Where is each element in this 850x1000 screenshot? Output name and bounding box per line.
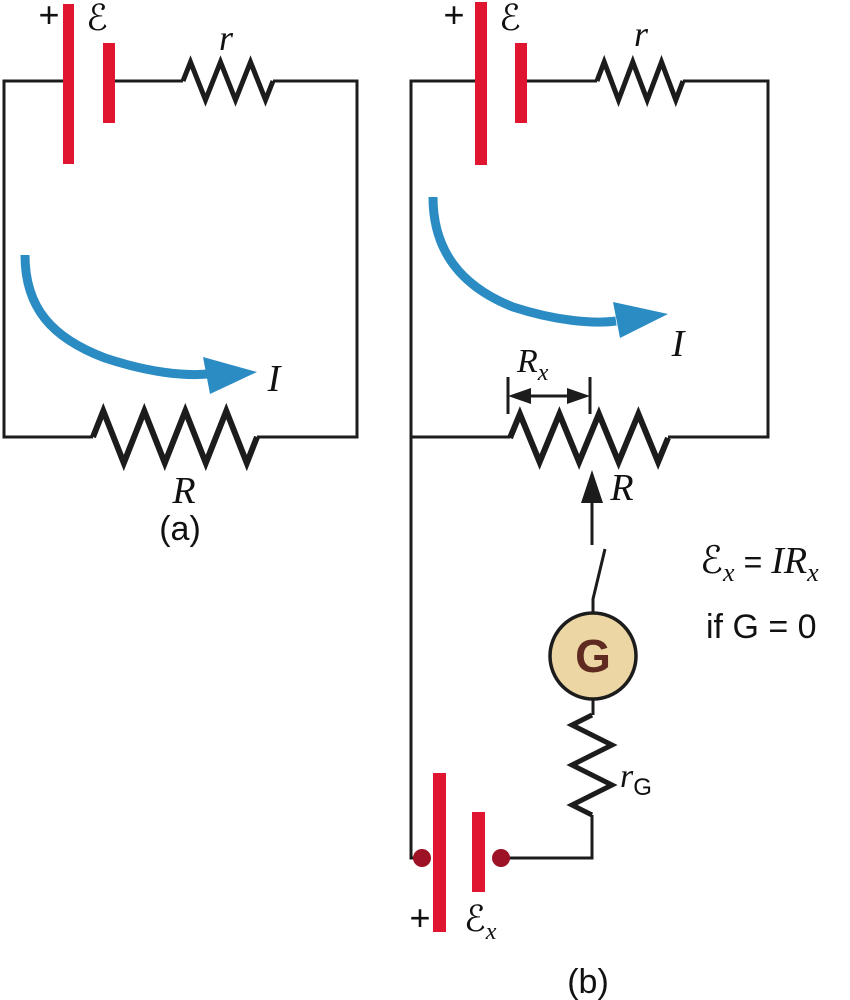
battery-negative-plate: [515, 43, 527, 123]
dimension-arrowhead-left: [508, 388, 531, 404]
wiper-contact: [581, 470, 607, 613]
wiper-arrow-head: [581, 470, 603, 503]
battery-negative-plate: [103, 43, 115, 123]
internal-resistor-zigzag: [180, 55, 276, 107]
current-arrow-head: [613, 302, 668, 338]
rg-label-sub: G: [633, 774, 652, 801]
rx-label-base: R: [516, 343, 538, 380]
unknown-battery-positive-plate: [433, 773, 446, 932]
equation-rhs-base: IR: [770, 540, 807, 582]
current-arrow-curve: [428, 196, 617, 327]
rx-label: Rx: [516, 343, 549, 386]
potentiometer-label: R: [609, 467, 633, 509]
unknown-emf-base: ℰ: [464, 899, 486, 940]
rx-dimension: [506, 377, 592, 414]
equation-condition: if G = 0: [706, 608, 817, 646]
current-arrow-curve: [20, 254, 209, 380]
equation-line: ℰx=IRx: [700, 538, 819, 587]
circuit-b: G + ℰ r I Rx R rG + ℰx (b): [409, 0, 770, 1000]
internal-resistor-zigzag: [594, 54, 686, 108]
rg-label-base: r: [620, 758, 634, 795]
unknown-emf-label: ℰx: [464, 899, 497, 945]
plus-label-bottom: +: [409, 897, 430, 938]
internal-resistance-label: r: [634, 14, 649, 54]
circuit-a: + ℰ r I R (a): [2, 0, 359, 548]
galvanometer-circle: [548, 611, 638, 701]
wire-loop: [2, 79, 359, 439]
battery-positive-plate: [63, 4, 74, 164]
wiper-lead-slash: [591, 548, 607, 613]
galvanometer-resistor-zigzag: [566, 712, 618, 818]
unknown-emf-sub: x: [485, 919, 497, 945]
plus-label: +: [443, 0, 464, 35]
emf-label: ℰ: [86, 0, 108, 39]
rx-label-sub: x: [537, 360, 549, 386]
equation-annotation: ℰx=IRx if G = 0: [700, 538, 819, 646]
dimension-arrowhead-right: [567, 388, 590, 404]
dimension-ticks: [506, 377, 592, 414]
equation-lhs-base: ℰ: [700, 538, 723, 582]
emf-label: ℰ: [499, 0, 521, 39]
equation-lhs-sub: x: [722, 558, 735, 587]
plus-label: +: [38, 0, 59, 35]
wire-loop: [409, 79, 770, 860]
caption-b: (b): [567, 963, 609, 1000]
terminal-dot-left: [413, 849, 431, 867]
current-arrow-head: [203, 357, 257, 394]
rg-label: rG: [620, 758, 652, 801]
potentiometer-resistor-zigzag: [507, 406, 671, 470]
load-resistor-label: R: [171, 470, 195, 512]
load-resistor-zigzag: [90, 402, 260, 472]
current-label: I: [267, 358, 283, 400]
battery-positive-plate: [475, 2, 487, 165]
unknown-battery-negative-plate: [472, 812, 485, 892]
equation-rhs-sub: x: [806, 558, 819, 587]
galvanometer-label: G: [575, 630, 611, 682]
current-label: I: [671, 323, 687, 365]
equation-equals: =: [744, 544, 763, 580]
internal-resistance-label: r: [219, 18, 234, 58]
terminal-dot-right: [492, 849, 510, 867]
caption-a: (a): [159, 510, 201, 548]
